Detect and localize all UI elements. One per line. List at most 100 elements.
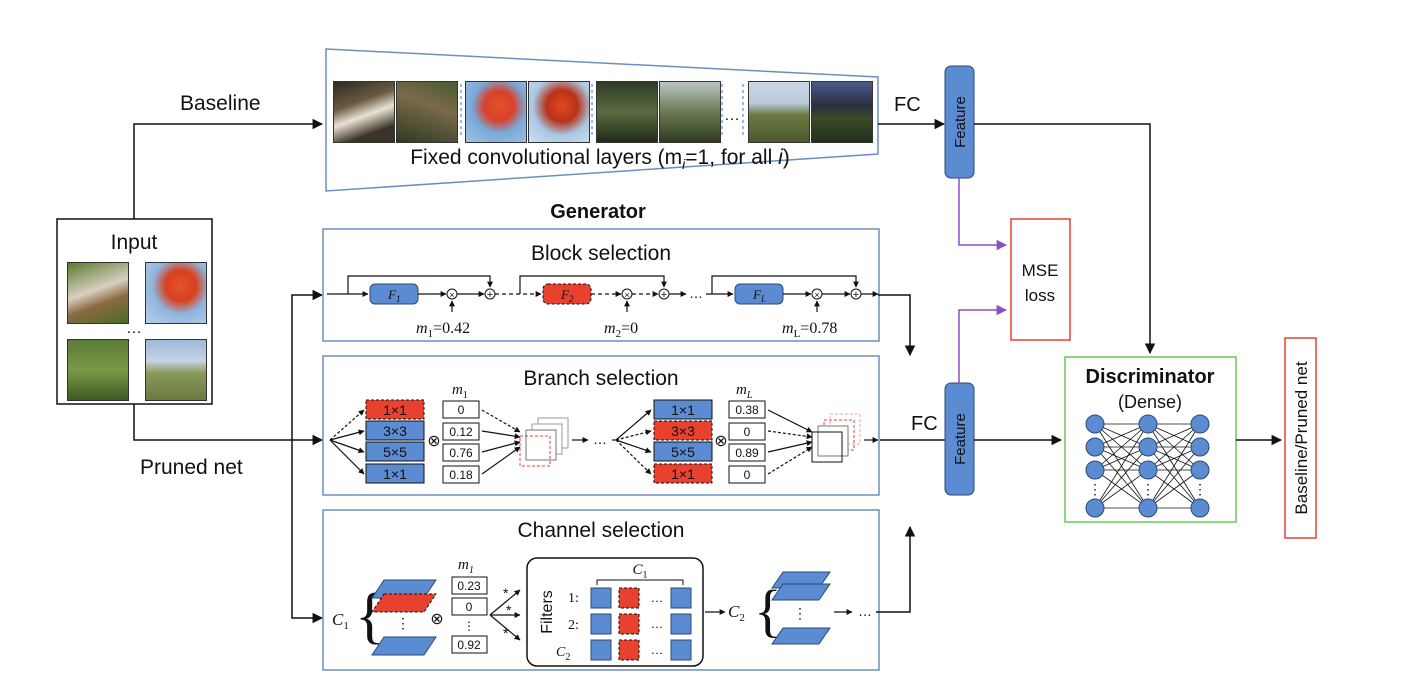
svg-text:2:: 2: [568,618,579,633]
svg-text:*: * [506,602,512,618]
channel-m1: m1 [458,557,474,576]
block-selection-title: Block selection [531,242,671,265]
svg-text:{: { [754,578,782,643]
svg-text:1×1: 1×1 [671,402,695,418]
svg-text:+: + [487,289,493,301]
svg-text:…: … [689,285,703,301]
svg-text:⋮: ⋮ [463,619,475,633]
svg-text:⋮: ⋮ [793,605,807,621]
svg-text:1:: 1: [568,591,579,606]
baseline-photo-zebra-2 [811,81,873,143]
mse-loss-box [1010,218,1071,341]
mse-label: MSE [1022,261,1059,280]
svg-text:×: × [624,290,629,300]
output-box [1284,337,1317,539]
branch-left-kernels: 1×1 3×3 5×5 1×1 [365,399,425,484]
svg-text:0.38: 0.38 [735,403,759,417]
baseline-photo-bike-2 [659,81,721,143]
output-label: Baseline/Pruned net [1292,361,1311,514]
input-title: Input [111,231,158,254]
svg-text:⊗: ⊗ [427,433,440,450]
svg-text:0.12: 0.12 [449,425,473,439]
loss-label: loss [1025,286,1055,305]
discriminator-dense: (Dense) [1118,392,1182,412]
svg-text:5×5: 5×5 [383,444,407,460]
branch-right-concat [811,413,861,463]
branch-selection-title: Branch selection [523,367,678,390]
filters-grid: … … … [590,587,692,661]
svg-text:Feature: Feature [952,413,969,465]
svg-text:0: 0 [744,425,751,439]
svg-text:0.89: 0.89 [735,446,759,460]
fixed-layers-label: Fixed convolutional layers (mi=1, for al… [410,146,790,172]
svg-text:1×1: 1×1 [383,466,407,482]
svg-text:0.23: 0.23 [457,579,481,593]
branch-left-values: 0 0.12 0.76 0.18 [442,400,480,484]
svg-text:0.76: 0.76 [449,446,473,460]
branch-right-kernels: 1×1 3×3 5×5 1×1 [653,399,713,484]
filters-label: Filters [539,590,556,634]
branch-right-values: 0.38 0 0.89 0 [728,400,766,484]
baseline-photo-zebra-1 [748,81,810,143]
filters-header: C1 [632,562,647,581]
svg-text:⋮: ⋮ [396,615,410,631]
svg-text:3×3: 3×3 [383,423,407,439]
svg-text:0: 0 [744,468,751,482]
input-photo-zebra [145,339,207,401]
svg-text:⊗: ⊗ [714,433,727,450]
baseline-photo-dogs-2 [396,81,458,143]
svg-text:…: … [651,590,664,605]
svg-text:*: * [503,625,509,641]
input-photo-dog [67,262,129,324]
svg-text:5×5: 5×5 [671,444,695,460]
channel-c2-label: C2 [728,602,745,624]
svg-text:3×3: 3×3 [671,423,695,439]
svg-text:×: × [449,290,454,300]
svg-text:…: … [651,642,664,657]
generator-title: Generator [550,201,646,223]
fixed-layers-trapezoid [325,48,879,192]
svg-text:FL: FL [752,287,766,304]
svg-text:…: … [858,603,872,619]
channel-selection-title: Channel selection [518,519,685,542]
svg-text:Feature: Feature [952,96,969,148]
svg-text:…: … [593,431,607,447]
channel-output-maps: ⋮ [771,571,831,645]
svg-text:1×1: 1×1 [671,466,695,482]
photos-ellipsis: … [724,107,740,124]
svg-text:×: × [814,290,819,300]
channel-c1-label: C1 [332,610,349,632]
input-photo-bike [67,339,129,401]
svg-text:0.92: 0.92 [457,638,481,652]
pruned-fc-label: FC [911,413,938,435]
svg-text:1×1: 1×1 [383,402,407,418]
branch-left-concat [519,417,569,467]
block-ml-label: mL=0.78 [782,320,837,340]
svg-text:⋮: ⋮ [1088,481,1102,497]
baseline-photo-balloon-1 [465,81,527,143]
channel-input-maps: ⋮ [371,579,437,656]
discriminator-title: Discriminator [1086,366,1215,388]
block-m1-label: m1=0.42 [416,320,470,340]
svg-text:0.18: 0.18 [449,468,473,482]
svg-text:+: + [661,289,667,301]
branch-right-m: mL [736,382,753,401]
baseline-photo-bike-1 [596,81,658,143]
branch-selection-panel [322,355,880,496]
svg-text:C2: C2 [556,645,570,663]
discriminator-nodes [1085,414,1210,518]
svg-text:*: * [503,585,509,601]
baseline-photo-dogs-1 [333,81,395,143]
block-m2-label: m2=0 [604,320,638,340]
channel-values: 0.23 0 ⋮ 0.92 [451,576,488,654]
baseline-label: Baseline [180,92,261,115]
baseline-photo-balloon-2 [528,81,590,143]
svg-text:⋮: ⋮ [1141,481,1155,497]
svg-text:⊗: ⊗ [430,611,443,628]
input-photo-balloon [145,262,207,324]
svg-text:…: … [651,616,664,631]
input-ellipsis: … [126,320,142,337]
svg-text:+: + [853,289,859,301]
channel-selection-panel [322,509,880,671]
baseline-fc-label: FC [894,94,921,116]
